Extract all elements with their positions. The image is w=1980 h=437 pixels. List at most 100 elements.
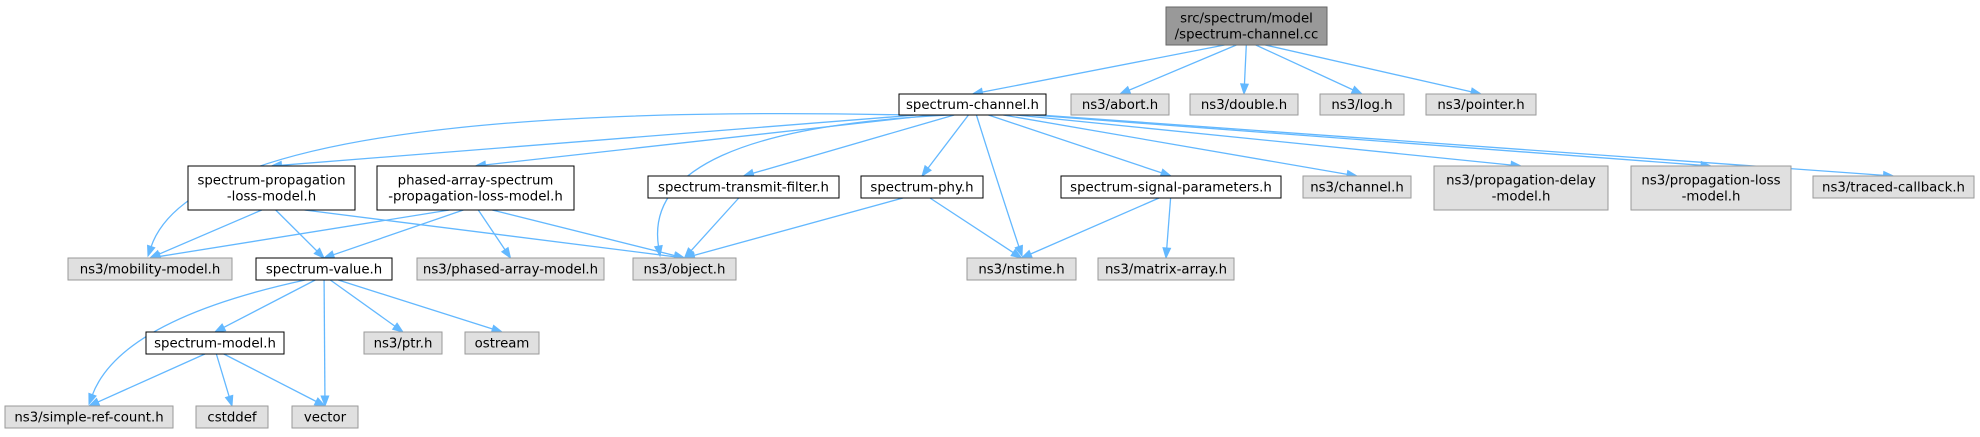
node-phased-array-spectrum-propagation-loss-model-h[interactable]: phased-array-spectrum-propagation-loss-m… [376,165,575,211]
node-box [376,165,575,211]
edge-spectrum_value_h-to-spectrum_model_h [213,279,316,333]
edge-phased_array_spectrum_propagation_loss_model_h-to-spectrum_value_h [322,209,464,259]
node-root[interactable]: src/spectrum/model/spectrum-channel.cc [1165,6,1328,46]
node-box [898,93,1047,116]
node-ptr-h[interactable]: ns3/ptr.h [363,331,443,355]
node-box [255,257,393,281]
edge-line [1128,44,1237,92]
edge-arrowhead [1118,85,1132,95]
edge-line [158,209,450,258]
edge-arrowhead [1239,83,1250,96]
node-propagation-loss-model-h[interactable]: ns3/propagation-loss-model.h [1630,165,1792,211]
node-propagation-delay-model-h[interactable]: ns3/propagation-delay-model.h [1433,165,1609,211]
edge-spectrum_value_h-to-ptr_h [329,279,405,333]
node-spectrum-phy-h[interactable]: spectrum-phy.h [860,175,984,199]
node-box [1060,175,1282,199]
node-label: cstddef [207,410,257,425]
node-box [187,165,356,211]
edge-spectrum_channel_h-to-mobility_model_h [147,112,907,258]
node-spectrum-transmit-filter-h[interactable]: spectrum-transmit-filter.h [647,175,840,199]
edge-line [1166,197,1172,250]
node-double-h[interactable]: ns3/double.h [1189,93,1299,116]
node-label: spectrum-phy.h [870,180,973,195]
node-simple-ref-count-h[interactable]: ns3/simple-ref-count.h [4,405,174,429]
edge-spectrum_model_h-to-cstddef [215,353,234,408]
edge-arrowhead [921,164,932,178]
node-box [1165,6,1328,46]
edge-spectrum_channel_h-to-spectrum_transmit_filter_h [742,114,955,178]
node-label: ostream [475,336,530,351]
node-ostream[interactable]: ostream [464,331,540,355]
node-box [1812,175,1975,199]
edge-arrowhead [322,250,336,259]
node-label: -loss-model.h [227,189,316,204]
edge-line [751,114,955,175]
node-abort-h[interactable]: ns3/abort.h [1070,93,1170,116]
edge-arrowhead [213,323,227,333]
node-box [1433,165,1609,211]
node-box [195,405,269,429]
node-pointer-h[interactable]: ns3/pointer.h [1425,93,1537,116]
node-box [464,331,540,355]
edge-line [1003,114,1349,176]
node-matrix-array-h[interactable]: ns3/matrix-array.h [1097,257,1235,281]
node-box [416,257,605,281]
node-traced-callback-h[interactable]: ns3/traced-callback.h [1812,175,1975,199]
edge-line [693,197,904,257]
edge-line [929,197,1015,254]
edge-line [477,209,507,251]
node-label: ns3/simple-ref-count.h [14,410,163,425]
edge-line [492,209,676,257]
edge-spectrum_channel_h-to-spectrum_signal_parameters_h [988,114,1173,177]
edges-layer [87,44,1895,408]
node-cstddef[interactable]: cstddef [195,405,269,429]
node-box [1302,175,1412,199]
edge-spectrum_propagation_loss_model_h-to-spectrum_value_h [275,209,325,259]
node-label: -model.h [1682,189,1741,204]
node-label: spectrum-transmit-filter.h [658,180,829,195]
node-spectrum-propagation-loss-model-h[interactable]: spectrum-propagation-loss-model.h [187,165,356,211]
edge-arrowhead [1020,249,1033,259]
node-label: -propagation-loss-model.h [388,189,563,204]
edge-line [150,112,907,248]
node-mobility-model-h[interactable]: ns3/mobility-model.h [67,257,233,281]
edge-spectrum_phy_h-to-nstime_h [929,197,1023,259]
node-spectrum-signal-parameters-h[interactable]: spectrum-signal-parameters.h [1060,175,1282,199]
edge-spectrum_phy_h-to-object_h [683,197,904,260]
edge-spectrum_value_h-to-vector [320,279,330,408]
node-box [67,257,233,281]
node-label: ns3/double.h [1201,98,1287,113]
node-label: ns3/ptr.h [374,336,433,351]
node-phased-array-model-h[interactable]: ns3/phased-array-model.h [416,257,605,281]
node-label: ns3/propagation-delay [1446,173,1596,188]
edge-line [215,353,231,398]
edge-spectrum_signal_parameters_h-to-matrix_array_h [1162,197,1172,260]
node-vector[interactable]: vector [291,405,359,429]
node-label: spectrum-propagation [197,173,345,188]
node-label: ns3/phased-array-model.h [423,262,598,277]
node-box [647,175,840,199]
edge-spectrum_model_h-to-simple_ref_count_h [87,353,206,407]
node-label: ns3/abort.h [1082,98,1158,113]
node-box [1097,257,1235,281]
edge-line [329,279,397,328]
edge-line [1031,114,1703,166]
node-spectrum-model-h[interactable]: spectrum-model.h [145,331,285,355]
node-channel-h[interactable]: ns3/channel.h [1302,175,1412,199]
edge-phased_array_spectrum_propagation_loss_model_h-to-object_h [492,209,686,260]
edge-root-to-abort_h [1118,44,1237,95]
edge-root-to-pointer_h [1265,44,1483,97]
node-label: vector [304,410,347,425]
edge-arrowhead [224,394,234,408]
node-label: ns3/propagation-loss [1641,173,1780,188]
node-box [291,405,359,429]
node-object-h[interactable]: ns3/object.h [632,257,737,281]
edge-line [323,279,326,398]
node-nstime-h[interactable]: ns3/nstime.h [966,257,1077,281]
node-spectrum-value-h[interactable]: spectrum-value.h [255,257,393,281]
edge-arrowhead [147,244,156,258]
edge-root-to-double_h [1239,44,1250,96]
node-log-h[interactable]: ns3/log.h [1319,93,1405,116]
node-box [1189,93,1299,116]
node-spectrum-channel-h[interactable]: spectrum-channel.h [898,93,1047,116]
